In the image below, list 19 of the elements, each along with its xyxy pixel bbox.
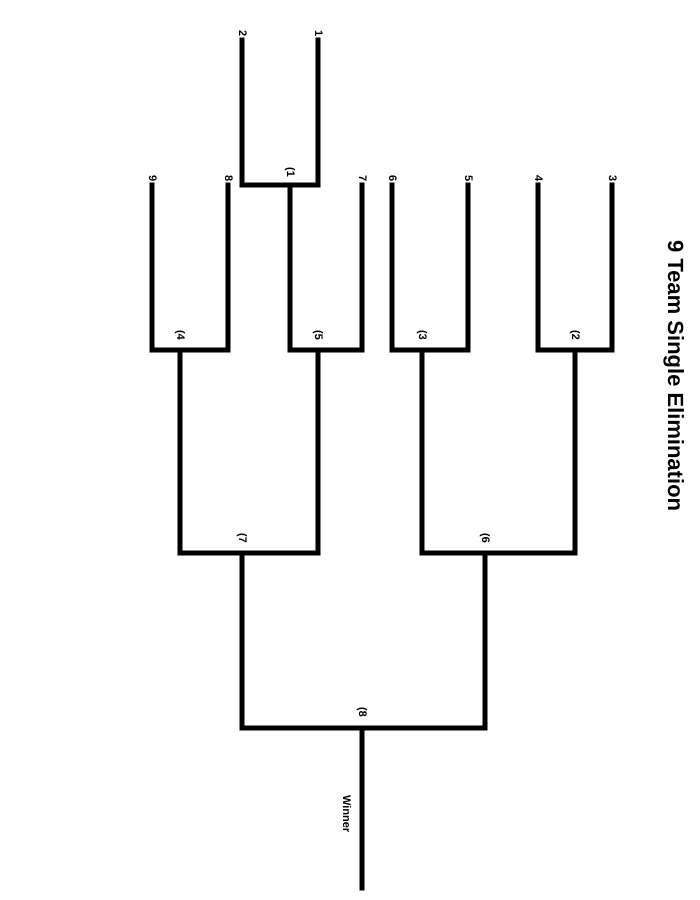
game-number: (4 [174, 330, 186, 340]
team-number: 1 [312, 30, 324, 36]
team-number: 4 [532, 175, 544, 182]
team-number: 9 [146, 175, 158, 182]
game-number: (6 [479, 533, 491, 543]
team-number: 8 [222, 175, 234, 182]
game-number: (8 [356, 707, 368, 717]
game-number: (1 [284, 167, 296, 177]
game-number: (5 [312, 330, 324, 340]
game-number: (7 [236, 533, 248, 543]
winner-label: Winner [340, 795, 352, 832]
game-number: (2 [569, 330, 581, 340]
team-number: 2 [236, 30, 248, 36]
team-number: 6 [386, 175, 398, 182]
team-number: 5 [462, 175, 474, 182]
team-number: 3 [606, 175, 618, 182]
team-number: 7 [356, 175, 368, 182]
game-number: (3 [416, 330, 428, 340]
title: 9 Team Single Elimination [662, 240, 688, 511]
